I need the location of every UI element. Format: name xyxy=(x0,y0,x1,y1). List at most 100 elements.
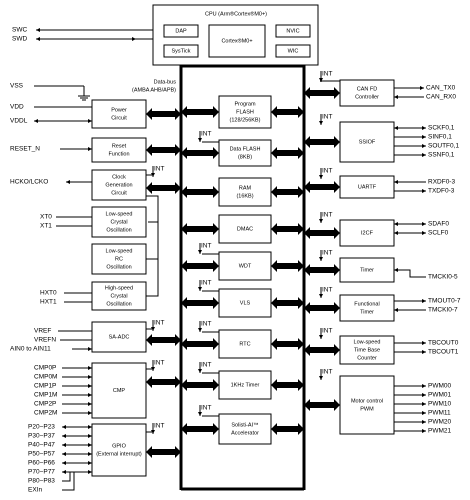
cmp-pin-1: CMP0M xyxy=(34,374,57,381)
systick-block xyxy=(163,44,199,58)
adc-bus-arrow xyxy=(146,334,181,346)
vls-block-int-label: INT xyxy=(201,280,212,287)
rtc-block-right-bus-arrow xyxy=(271,338,304,350)
cmp-block-label: CMP xyxy=(113,388,126,394)
motor-pwm-block xyxy=(339,375,395,435)
solisti-accelerator-block-label: Accelerator xyxy=(231,430,259,436)
cortex-core-block xyxy=(208,24,266,58)
gpio-extra-wire xyxy=(62,472,71,482)
lowspeed-crystal-block xyxy=(91,206,147,238)
gpio-pin-2: P40−P47 xyxy=(28,442,55,449)
sa-adc-block-label: SA-ADC xyxy=(109,334,130,340)
cpu-title: CPU (Arm®Cortex®M0+) xyxy=(205,10,267,17)
timer-int-label: INT xyxy=(322,250,333,257)
reset-pin: RESET_N xyxy=(10,146,40,153)
ssiof-block-label: SSIOF xyxy=(359,139,376,145)
hsco-clock-link xyxy=(146,259,159,297)
timer-block xyxy=(339,257,395,283)
i2cf-int-label: INT xyxy=(322,212,333,219)
clock-generation-block-label: Generation xyxy=(105,182,132,188)
rtc-block xyxy=(218,329,272,359)
ssiof-pin-3: SSNF0,1 xyxy=(428,152,455,159)
uartf-block-label: UARTF xyxy=(358,184,377,190)
highspeed-crystal-block xyxy=(91,281,147,311)
lowspeed-tbc-block-label: Low-speed xyxy=(354,339,381,345)
can-tx-pin: CAN_TX0 xyxy=(426,85,456,92)
gpio-block xyxy=(91,423,147,477)
ftimer-bus-arrow xyxy=(304,302,340,314)
tbc-bus-arrow xyxy=(304,344,340,356)
ram-block xyxy=(218,177,272,207)
canfd-block-label: CAN FD xyxy=(357,86,378,92)
data-flash-block-label: Data FLASH xyxy=(230,146,261,152)
power-bus-arrow xyxy=(146,108,181,120)
tbcout0-pin: TBCOUT0 xyxy=(428,340,459,347)
cmp-pin-3: CMP1M xyxy=(34,392,57,399)
tmcki-pin: TMCKI0-5 xyxy=(428,274,458,281)
uartf-bus-arrow xyxy=(304,181,340,193)
solisti-accelerator-block xyxy=(218,413,272,445)
vls-block-left-bus-arrow xyxy=(181,297,219,309)
gpio-pin-6: P80−P83 xyxy=(28,478,55,485)
program-flash-block-label: (128/256KB) xyxy=(230,117,261,123)
cmp-pin-4: CMP2P xyxy=(34,401,56,408)
ram-block-right-bus-arrow xyxy=(271,186,304,198)
tmout-pin: TMOUT0-7 xyxy=(428,298,461,305)
gpio-pin-1: P30−P37 xyxy=(28,433,55,440)
ftm-tmcki-pin: TMCKI0-7 xyxy=(428,307,458,314)
hcko-pin: HCKO/LCKO xyxy=(10,179,48,186)
pwm-int-label: INT xyxy=(322,369,333,376)
nvic-label: NVIC xyxy=(286,28,299,34)
bus-label: Data-bus xyxy=(154,79,177,85)
solisti-accelerator-block-left-bus-arrow xyxy=(181,423,219,435)
khz-timer-block-int-label: INT xyxy=(201,362,212,369)
ain-pin: AIN0 to AIN11 xyxy=(10,346,51,353)
tbc-int-label: INT xyxy=(322,328,333,335)
dmac-block xyxy=(218,214,272,244)
sda-pin: SDAF0 xyxy=(428,221,449,228)
gpio-exin-wire xyxy=(62,472,75,491)
clock-generation-block-label: Circuit xyxy=(111,190,127,196)
dmac-block-right-bus-arrow xyxy=(271,223,304,235)
vls-block-right-bus-arrow xyxy=(271,297,304,309)
program-flash-block-right-bus-arrow xyxy=(271,106,304,118)
ssiof-pin-0: SCKF0,1 xyxy=(428,125,455,132)
ssiof-bus-arrow xyxy=(304,136,340,148)
can-rx-pin: CAN_RX0 xyxy=(426,94,456,101)
pwm-bus-arrow xyxy=(304,399,340,411)
cmp-pin-5: CMP2M xyxy=(34,410,57,417)
rtc-block-int-label: INT xyxy=(201,321,212,328)
vls-block-label: VLS xyxy=(240,300,251,306)
cmp-int-label: INT xyxy=(154,360,165,367)
data-flash-block xyxy=(218,139,272,167)
canfd-bus-arrow xyxy=(304,87,340,99)
program-flash-block xyxy=(218,95,272,129)
motor-pwm-block-label: PWM xyxy=(360,406,374,412)
i2cf-block xyxy=(339,219,395,247)
hxt1-pin: HXT1 xyxy=(40,299,57,306)
lowspeed-tbc-block-label: Counter xyxy=(357,355,377,361)
gpio-block-label: GPIO xyxy=(112,443,126,449)
uartf-block xyxy=(339,175,395,199)
power-circuit-block xyxy=(91,99,147,129)
functional-timer-block xyxy=(339,294,395,322)
ftimer-int-label: INT xyxy=(322,287,333,294)
clock-bus-arrow xyxy=(146,182,181,194)
vddl-pin: VDDL xyxy=(10,118,28,125)
data-flash-block-left-bus-arrow xyxy=(181,147,219,159)
gpio-pin-7: EXIn xyxy=(28,487,42,494)
canfd-int-label: INT xyxy=(322,71,333,78)
lowspeed-rc-block-label: RC xyxy=(115,256,123,262)
sa-adc-block xyxy=(91,321,147,353)
vss-pin: VSS xyxy=(10,83,24,90)
functional-timer-block-label: Functional xyxy=(354,301,379,307)
wdt-block-left-bus-arrow xyxy=(181,260,219,272)
gpio-pin-5: P70−P77 xyxy=(28,469,55,476)
lowspeed-tbc-block xyxy=(339,335,395,365)
ssiof-block xyxy=(339,121,395,163)
i2cf-bus-arrow xyxy=(304,227,340,239)
clock-generation-block xyxy=(91,169,147,201)
gpio-bus-arrow xyxy=(146,446,181,458)
gpio-int-label: INT xyxy=(154,423,165,430)
reset-function-block-label: Function xyxy=(108,151,129,157)
